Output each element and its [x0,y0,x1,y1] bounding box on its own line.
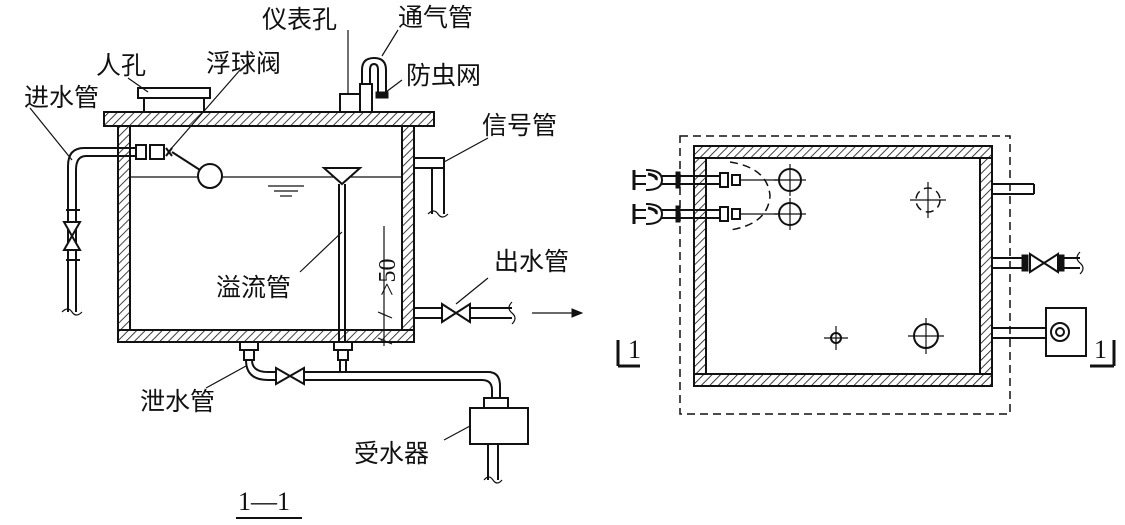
leader-lines [29,29,489,441]
vent-pipe-label: 通气管 [398,3,473,32]
float-ball [197,163,223,189]
overflow-pipe-label: 溢流管 [216,273,291,302]
inlet-pipe [61,147,96,316]
vent-pipe [359,56,389,113]
instrument-hole-label: 仪表孔 [262,5,337,34]
insect-screen-label: 防虫网 [406,61,481,90]
section-mark-right: 1 [1090,335,1116,368]
section-caption: 1—1 [238,487,290,516]
plan-outline-dashed [679,135,1011,415]
manhole [137,87,211,113]
dimension-label: >50 [375,258,401,296]
section-mark-left: 1 [616,335,641,368]
receiver-label: 受水器 [354,439,429,468]
plan-openings [774,164,946,354]
drain-pipe [239,341,501,398]
manhole-label: 人孔 [96,51,146,80]
plan-signal-pipe [992,183,1035,195]
outlet-pipe [414,301,584,325]
tank-lid [103,111,435,127]
plan-tank-walls [693,145,993,387]
section-mark-right-label: 1 [1094,335,1107,364]
plan-outlet-pipe [992,251,1084,275]
plan-view: 1 1 [616,135,1116,415]
insect-screen [375,91,389,99]
dimension-marker: >50 [375,226,401,346]
float-valve [96,144,223,189]
section-view: >50 [24,3,584,519]
inlet-valve-bottom [62,233,82,251]
float-valve-label: 浮球阀 [206,49,281,78]
tank-right-wall [401,125,415,343]
plan-inlet-pipes [632,161,786,231]
water-level-symbol [268,185,304,197]
signal-pipe-label: 信号管 [482,111,557,140]
plan-drain-receiver [992,307,1087,357]
receiver [469,397,529,484]
tank-bottom [117,329,415,343]
tank-left-wall [117,125,131,343]
overflow-pipe [321,167,363,342]
section-mark-left-label: 1 [628,335,641,364]
inlet-valve-top [62,221,82,239]
instrument-hole [339,93,361,113]
inlet-pipe-label: 进水管 [24,83,99,112]
signal-pipe [413,157,449,218]
outlet-pipe-label: 出水管 [494,247,569,276]
drain-pipe-label: 泄水管 [140,387,215,416]
